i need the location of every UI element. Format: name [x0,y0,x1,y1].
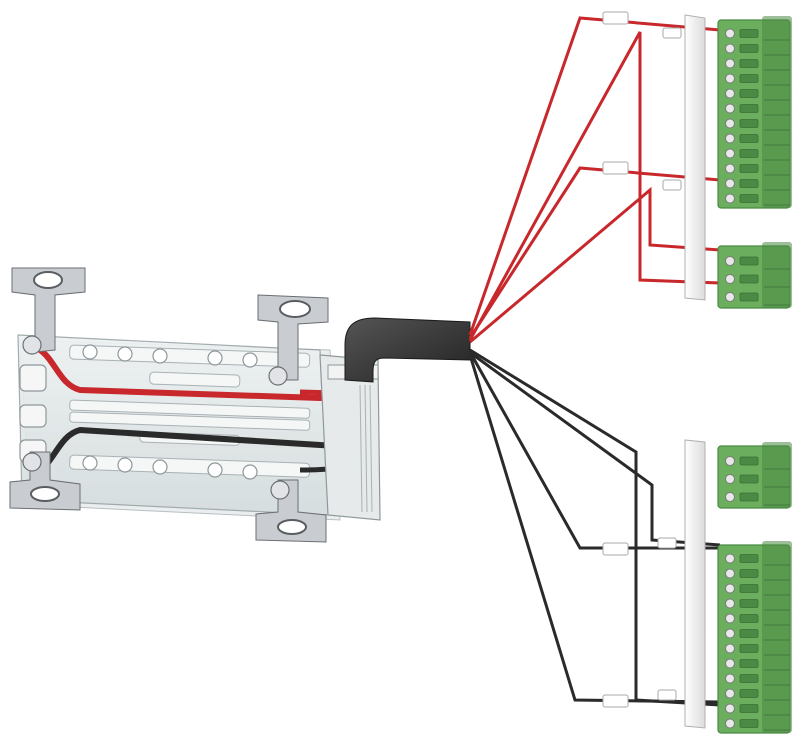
terminal-screw [725,553,735,564]
terminal-slot [739,164,759,173]
fanout-black-wires [468,348,721,707]
terminal-screw [725,292,735,302]
terminal-slot [739,74,759,83]
terminal-screw [725,178,735,189]
terminal-screw [725,492,735,502]
terminal-screw [725,613,735,624]
side-clips [19,364,47,463]
bracket-top-right [257,294,329,386]
terminal-slot [739,614,759,623]
fanout-red-wires [468,16,721,344]
terminal-block-large-top [717,16,792,209]
terminal-screw [725,456,735,466]
bus-bar-module [9,267,381,543]
terminal-slot [739,629,759,638]
terminal-screw [725,28,735,39]
terminal-slot [739,274,759,284]
terminal-slot [739,554,759,563]
terminal-screw [725,118,735,129]
terminal-slot [739,104,759,113]
terminal-slot [739,704,759,713]
terminal-screw [725,568,735,579]
terminal-screw [725,163,735,174]
terminal-screw [725,274,735,284]
terminal-slot [739,719,759,728]
bundled-cable [344,317,471,383]
terminal-block-large-bottom [717,541,792,734]
terminal-screw [725,703,735,714]
terminal-block-small-top [717,242,792,309]
terminal-slot [739,44,759,53]
terminal-screw [725,718,735,729]
cable-sheath [344,317,471,383]
terminal-slot [739,599,759,608]
terminal-screw [725,688,735,699]
rail-bottom [602,439,706,729]
terminal-screw [725,58,735,69]
terminal-screw [725,256,735,266]
terminal-slot [739,674,759,683]
terminal-slot [739,134,759,143]
bracket-top-left [11,267,86,355]
terminal-slot [739,119,759,128]
terminal-slot [739,292,759,302]
terminal-screw [725,148,735,159]
terminal-screw [725,103,735,114]
terminal-screw [725,598,735,609]
terminal-slot [739,474,759,484]
terminal-slot [739,194,759,203]
terminal-screw [725,133,735,144]
terminal-screw [725,73,735,84]
terminal-slot [739,179,759,188]
terminal-screw [725,628,735,639]
rail-top [602,11,706,301]
terminal-screw [725,193,735,204]
terminal-slot [739,456,759,466]
board-holes [82,344,258,480]
terminal-slot [739,659,759,668]
terminal-screw [725,474,735,484]
terminal-block-small-bottom [717,442,792,509]
terminal-slot [739,569,759,578]
terminal-slot [739,584,759,593]
bracket-bottom-left [9,451,81,511]
terminal-slot [739,149,759,158]
terminal-slot [739,59,759,68]
terminal-screw [725,88,735,99]
terminal-slot [739,89,759,98]
terminal-screw [725,643,735,654]
terminal-slot [739,256,759,266]
terminal-slot [739,689,759,698]
terminal-screw [725,583,735,594]
bracket-bottom-right [255,479,327,543]
terminal-screw [725,658,735,669]
terminal-slot [739,492,759,502]
terminal-slot [739,29,759,38]
terminal-slot [739,644,759,653]
terminal-screw [725,43,735,54]
terminal-screw [725,673,735,684]
